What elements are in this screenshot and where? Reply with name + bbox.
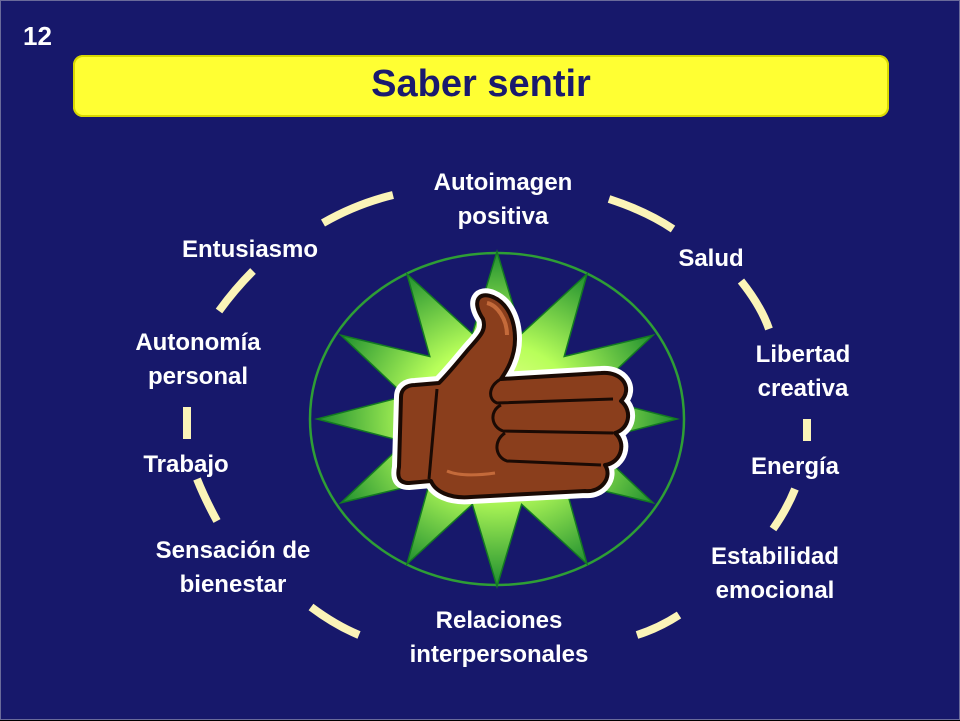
ring-segment [193,477,221,523]
ring-segment [607,195,676,233]
ring-segments [183,191,811,639]
slide-number: 12 [23,21,52,51]
cycle-label-trabajo: Trabajo [143,451,229,478]
cycle-label-energia: Energía [750,453,840,480]
ring-segment [635,611,682,639]
thumbs-up-icon [391,288,636,505]
slide-title: Saber sentir [371,62,591,105]
cycle-label-salud: Salud [678,245,744,272]
ring-segment [737,278,773,331]
ring-segment [308,603,361,639]
ring-segment [321,191,394,227]
cycle-label-entusiasmo: Entusiasmo [181,236,319,263]
title-bar: Saber sentir [73,55,889,117]
ring-segment [215,268,256,314]
ring-segment [769,487,799,532]
